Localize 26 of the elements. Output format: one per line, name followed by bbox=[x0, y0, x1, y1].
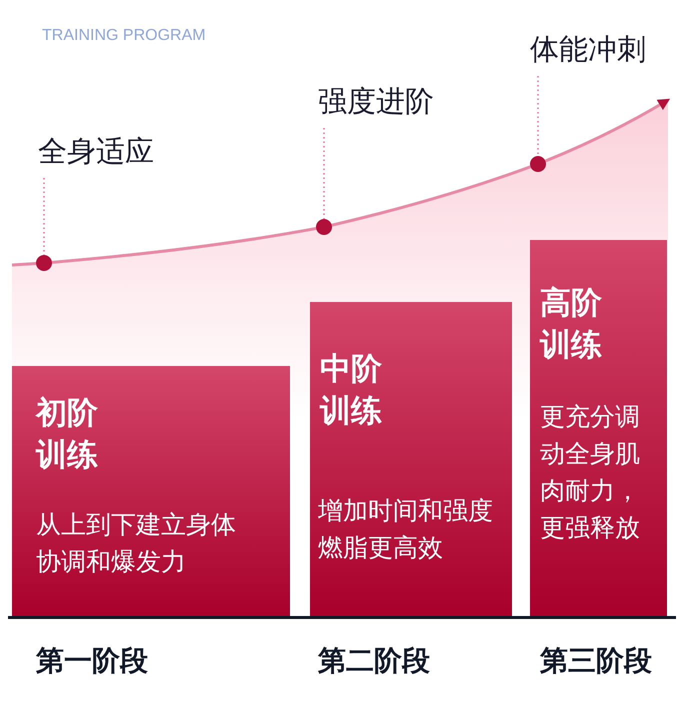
bar-description: 更充分调动全身肌肉耐力，更强释放 bbox=[540, 401, 641, 544]
bar-description: 从上到下建立身体协调和爆发力 bbox=[36, 509, 237, 578]
title: TRAINING PROGRAM bbox=[42, 27, 206, 45]
stage-bar bbox=[12, 366, 290, 617]
stage-bar bbox=[310, 302, 512, 617]
stage-label: 第一阶段 bbox=[36, 643, 148, 679]
milestone-label: 全身适应 bbox=[38, 132, 154, 172]
bar-description: 增加时间和强度燃脂更高效 bbox=[318, 495, 494, 564]
bar-title: 中阶训练 bbox=[320, 350, 383, 431]
leader-line bbox=[537, 76, 539, 156]
stage-label: 第二阶段 bbox=[318, 643, 430, 679]
bar-title: 高阶训练 bbox=[540, 284, 603, 365]
growth-curve bbox=[331, 165, 531, 227]
milestone-dot bbox=[530, 156, 546, 172]
stage-label: 第三阶段 bbox=[540, 643, 652, 679]
bar-title: 初阶训练 bbox=[36, 394, 99, 475]
growth-curve bbox=[52, 226, 316, 264]
leader-line bbox=[323, 128, 325, 219]
milestone-label: 体能冲刺 bbox=[530, 30, 646, 70]
leader-line bbox=[43, 178, 45, 255]
growth-curve bbox=[12, 262, 36, 266]
growth-arrow bbox=[544, 98, 670, 162]
milestone-label: 强度进阶 bbox=[318, 82, 434, 122]
milestone-dot bbox=[36, 255, 52, 271]
stage-bar bbox=[530, 240, 667, 617]
milestone-dot bbox=[316, 219, 332, 235]
